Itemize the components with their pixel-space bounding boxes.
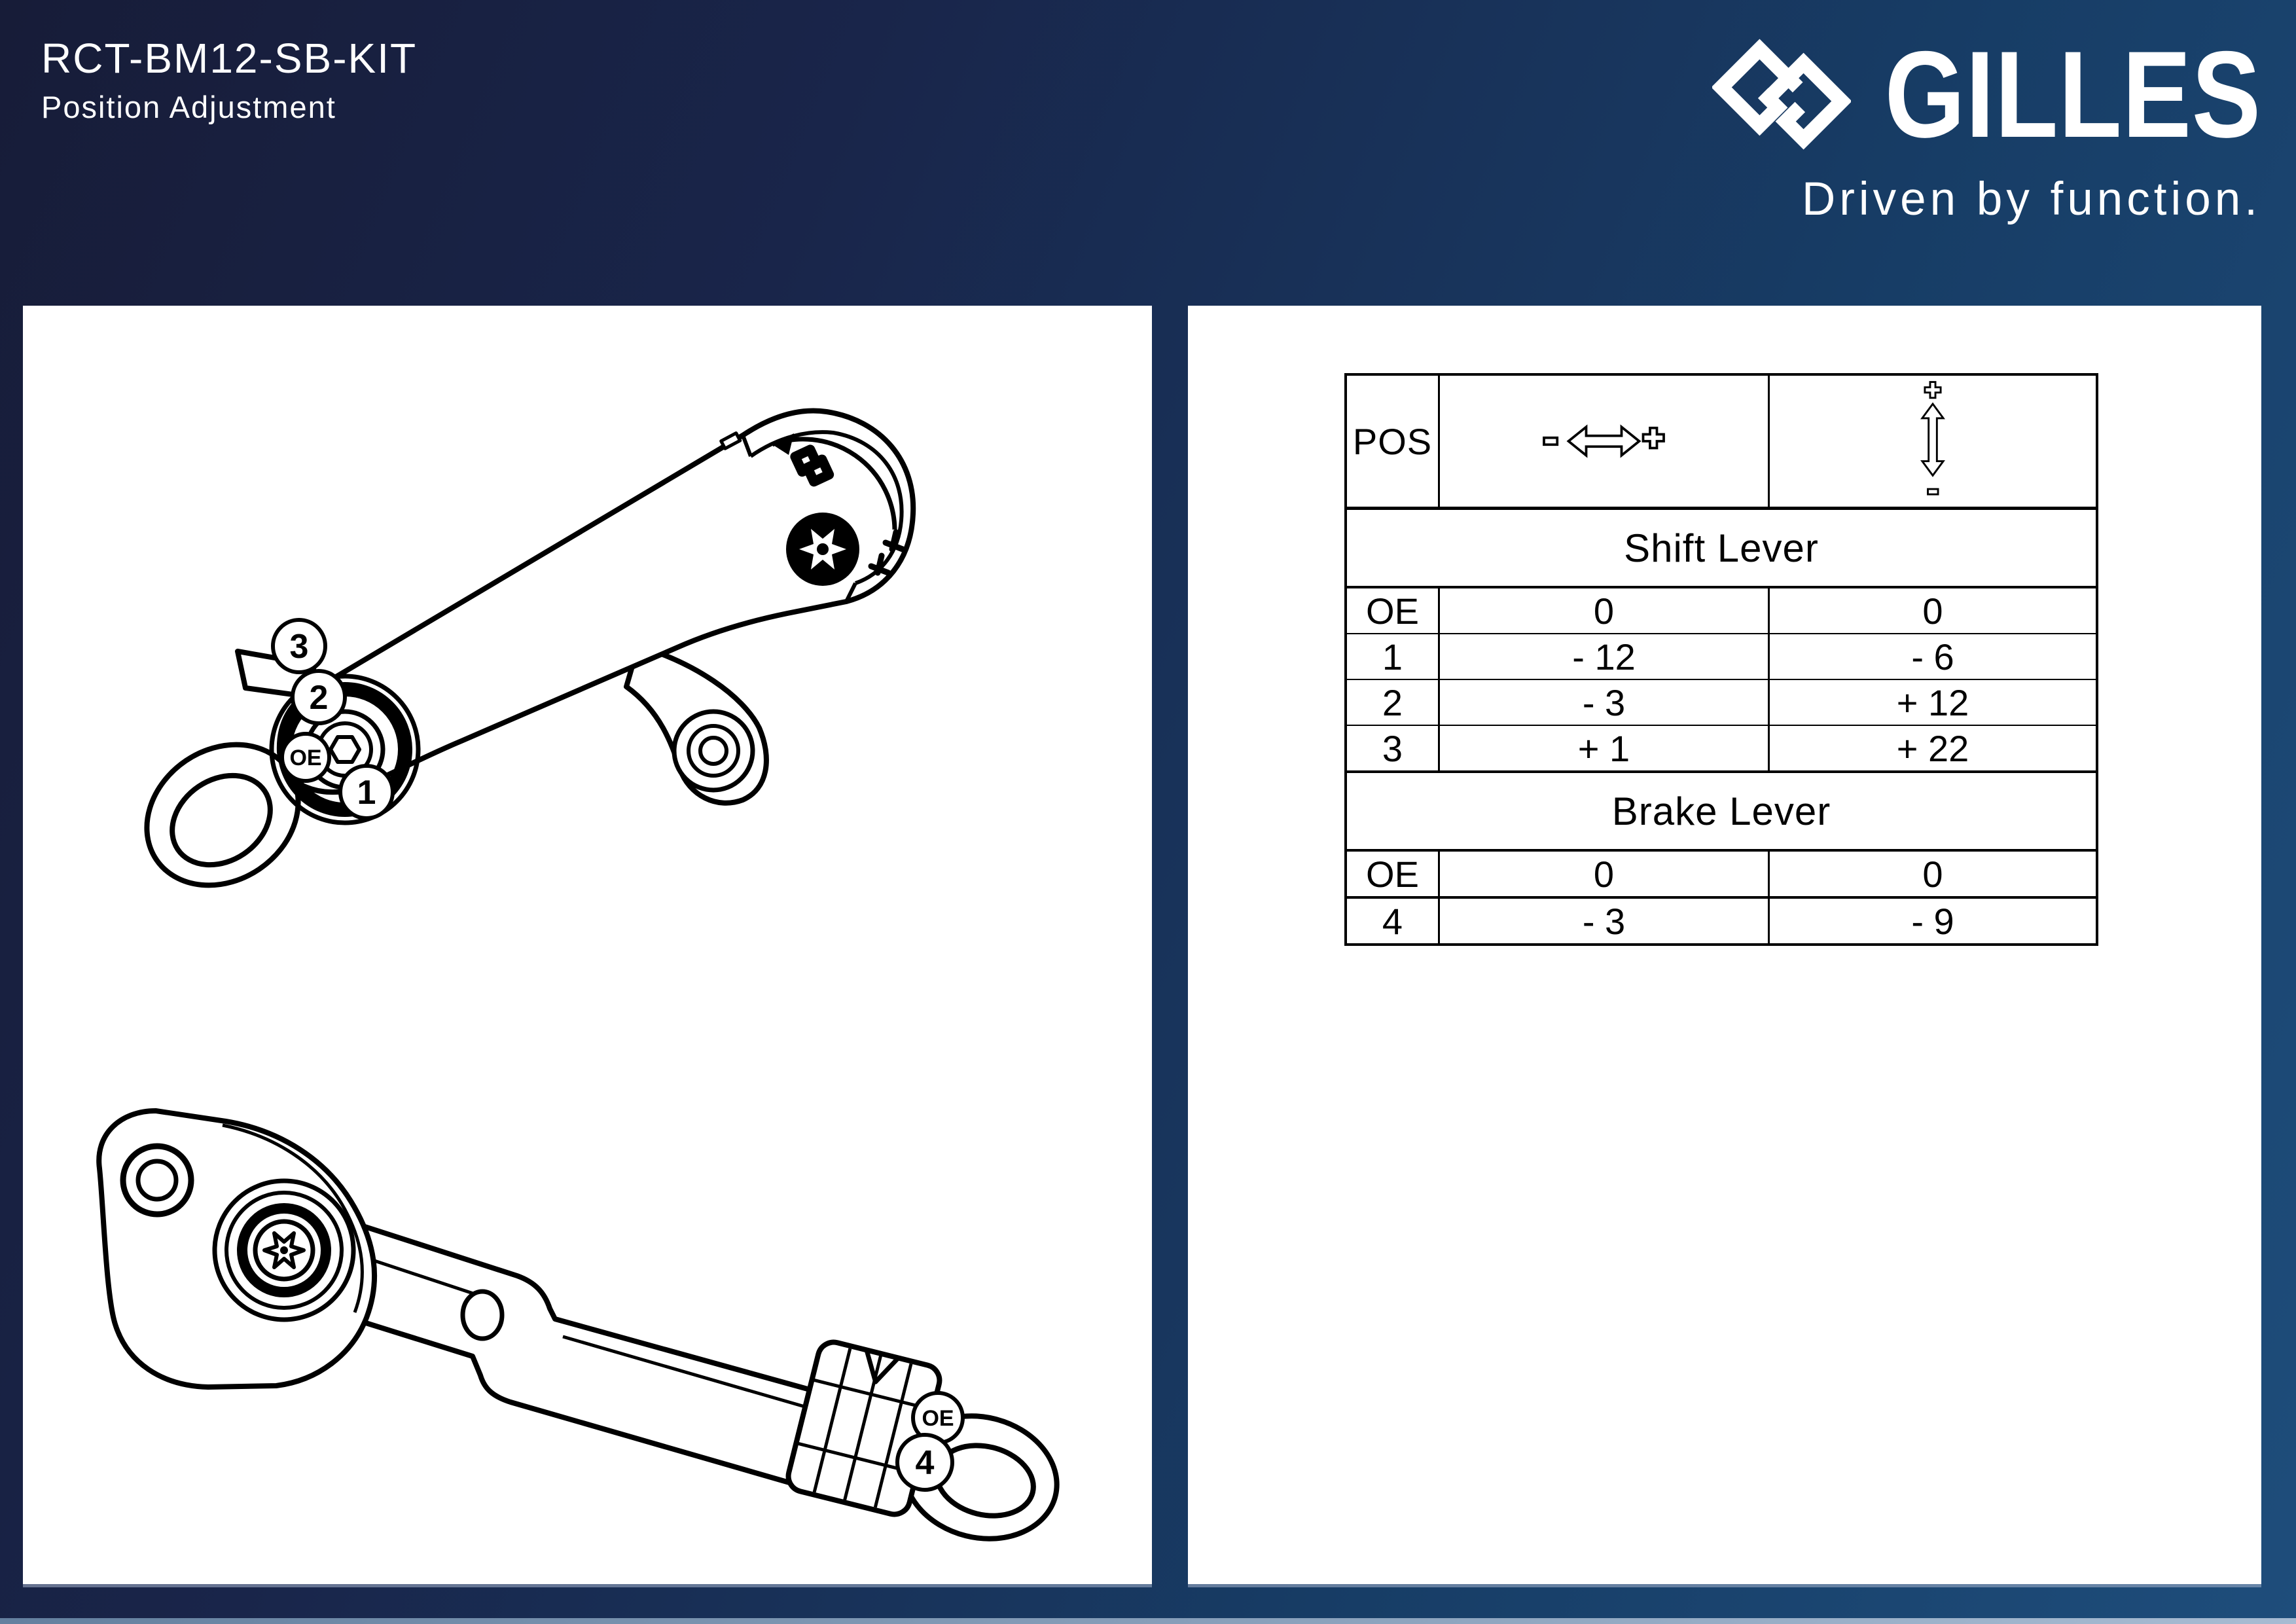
table-cell-horizontal: - 12 xyxy=(1440,634,1770,679)
table-row: 3 + 1 + 22 xyxy=(1347,726,2096,773)
brand-tagline: Driven by function. xyxy=(1801,173,2261,225)
section-title-brake-lever: Brake Lever xyxy=(1347,773,2096,852)
table-cell-vertical: 0 xyxy=(1922,590,1943,632)
table-cell-horizontal: + 1 xyxy=(1440,726,1770,770)
brake-lever-drawing: OE 4 xyxy=(96,1108,1060,1542)
table-header-row: POS xyxy=(1347,376,2096,510)
table-cell-horizontal: - 3 xyxy=(1440,899,1770,943)
brand-name: GILLES xyxy=(1884,26,2261,163)
table-cell-pos: 1 xyxy=(1347,634,1440,679)
callout-2 xyxy=(291,669,347,725)
shift-callouts xyxy=(271,618,395,820)
table-row: 2 - 3 + 12 xyxy=(1347,680,2096,726)
vertical-adjustment-icon xyxy=(1920,381,1945,496)
gilles-glyph-icon xyxy=(790,444,834,487)
callout-2-label: 2 xyxy=(310,679,329,717)
callout-4-label: 4 xyxy=(916,1444,935,1482)
table-cell-horizontal: 0 xyxy=(1440,852,1770,896)
table-row: OE 0 0 xyxy=(1347,852,2096,899)
table-cell-horizontal: 0 xyxy=(1440,588,1770,633)
table-cell-pos: 2 xyxy=(1347,680,1440,725)
callout-4 xyxy=(895,1433,954,1492)
product-code: RCT-BM12-SB-KIT xyxy=(41,35,418,82)
callout-3-label: 3 xyxy=(290,628,309,666)
callout-1 xyxy=(338,764,395,820)
table-cell-pos: 4 xyxy=(1347,899,1440,943)
pos-header-cell: POS xyxy=(1347,376,1440,507)
vertical-adjustment-header-cell xyxy=(1770,376,2096,507)
horizontal-adjustment-icon xyxy=(1543,424,1665,458)
drawings-panel: 3 2 OE 1 xyxy=(23,306,1152,1584)
section-title-shift-lever: Shift Lever xyxy=(1347,510,2096,588)
footer-accent-strip xyxy=(0,1618,2296,1624)
title-block: RCT-BM12-SB-KIT Position Adjustment xyxy=(41,34,417,125)
table-cell-horizontal: - 3 xyxy=(1440,680,1770,725)
table-row: OE 0 0 xyxy=(1347,588,2096,634)
table-cell-pos: OE xyxy=(1347,852,1440,896)
plus-marks-icon xyxy=(868,529,906,576)
shift-lever-drawing: 3 2 OE 1 xyxy=(144,408,916,888)
rotation-arrow-icon xyxy=(771,437,897,530)
oe-label: OE xyxy=(922,1406,954,1431)
table-row: 4 - 3 - 9 xyxy=(1347,899,2096,943)
page-subtitle: Position Adjustment xyxy=(41,90,336,124)
oe-label: OE xyxy=(289,746,321,770)
horizontal-adjustment-header-cell xyxy=(1440,376,1770,507)
adjustment-table: POS Shift Lever OE 0 0 xyxy=(1344,373,2098,946)
table-cell-pos: OE xyxy=(1347,588,1440,633)
callout-3 xyxy=(271,618,327,674)
table-cell-vertical: 0 xyxy=(1922,853,1943,895)
table-panel: POS Shift Lever OE 0 0 xyxy=(1188,306,2261,1584)
minus-mark-icon xyxy=(719,431,742,450)
table-cell-vertical: - 6 xyxy=(1911,636,1954,677)
table-cell-vertical: - 9 xyxy=(1911,900,1954,942)
brand-logo: GILLES Driven by function. xyxy=(1712,20,2261,226)
table-cell-vertical: + 12 xyxy=(1896,681,1969,723)
callout-1-label: 1 xyxy=(357,774,376,812)
oe-badge xyxy=(280,732,331,783)
table-cell-pos: 3 xyxy=(1347,726,1440,770)
table-row: 1 - 12 - 6 xyxy=(1347,634,2096,680)
table-cell-vertical: + 22 xyxy=(1896,727,1969,769)
gilles-logo-mark-icon xyxy=(1712,39,1852,150)
